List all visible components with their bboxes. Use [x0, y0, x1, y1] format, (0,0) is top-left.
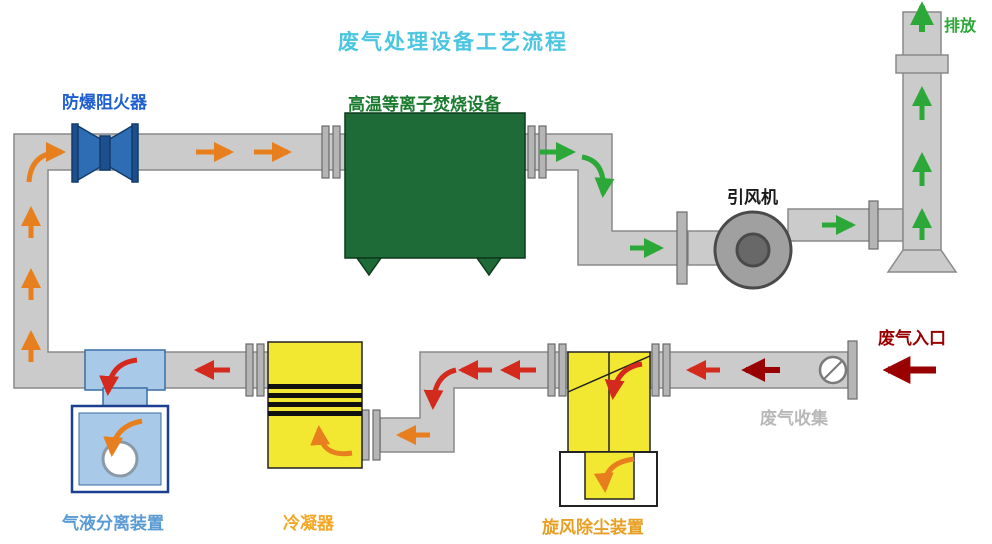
gas-inlet-label: 废气入口 — [878, 329, 946, 348]
inlet-port-icon — [818, 355, 848, 385]
plasma-incinerator-shape — [344, 112, 526, 277]
pipes — [13, 133, 904, 453]
induced-fan-label: 引风机 — [727, 188, 778, 207]
gas-collection-label: 废气收集 — [760, 409, 828, 428]
diagram-title: 废气处理设备工艺流程 — [338, 31, 568, 54]
emission-label: 排放 — [944, 18, 977, 35]
flow-arrows-green — [540, 1, 934, 258]
flow-arrows-red — [99, 357, 720, 410]
gas-liquid-separator-shape — [70, 349, 170, 494]
induced-fan-shape — [713, 210, 793, 290]
flanges — [245, 125, 879, 461]
cyclone-label: 旋风除尘装置 — [542, 518, 644, 537]
gas-liquid-separator-label: 气液分离装置 — [62, 514, 164, 533]
flame-arrester-shape — [71, 123, 139, 183]
stack-base — [886, 249, 958, 273]
condenser-label: 冷凝器 — [283, 514, 334, 533]
condenser-shape — [267, 341, 363, 469]
flame-arrester-label: 防爆阻火器 — [62, 93, 147, 112]
cyclone-shape — [559, 351, 658, 507]
flow-arrows-orange — [21, 142, 635, 493]
stack-collar — [895, 54, 949, 74]
plasma-incinerator-label: 高温等离子焚烧设备 — [348, 95, 501, 114]
